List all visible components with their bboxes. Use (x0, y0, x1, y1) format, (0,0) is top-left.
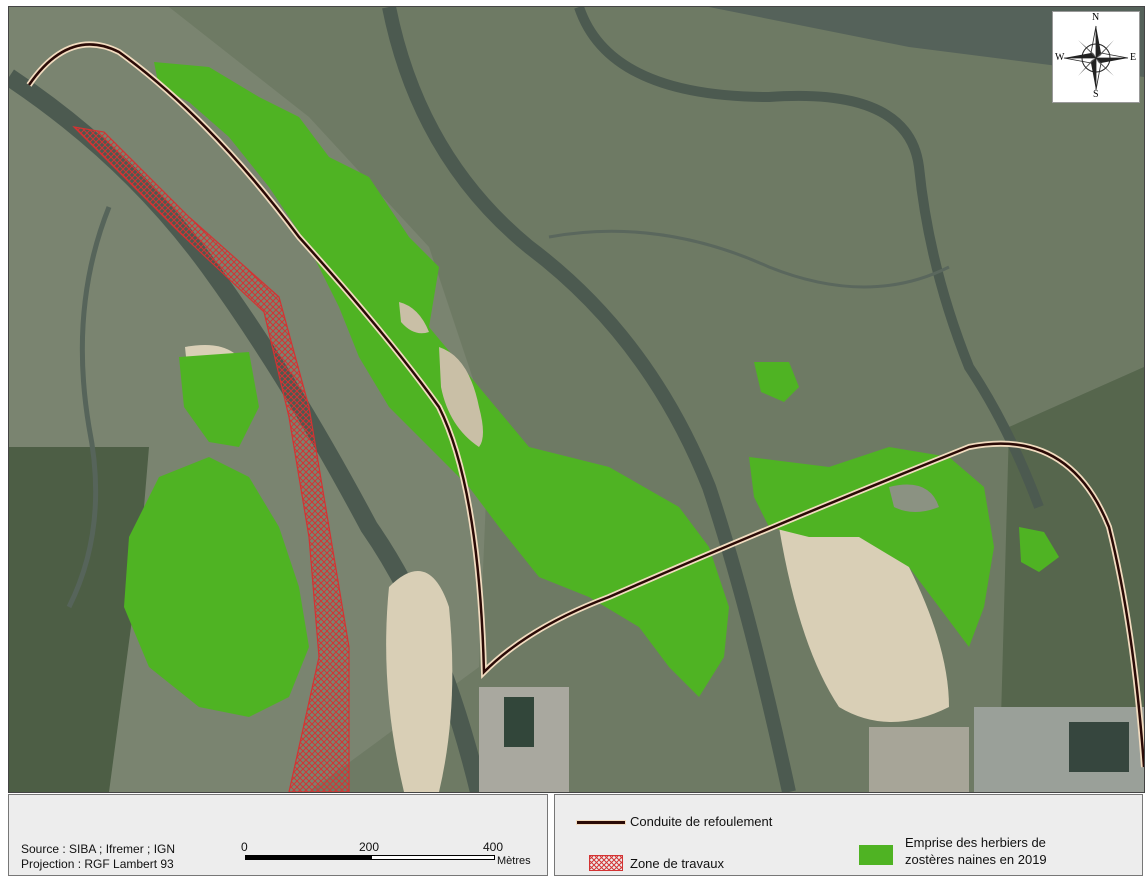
scale-unit: Mètres (497, 855, 531, 867)
sand-bank-east (779, 522, 949, 722)
seagrass-west-large (124, 457, 309, 717)
pipeline (26, 41, 1144, 768)
open-water (709, 7, 1144, 77)
basin-small (504, 697, 534, 747)
compass-east-label: E (1130, 52, 1137, 63)
scale-bar-segment-dark (245, 855, 371, 860)
compass-rose-icon (1063, 25, 1129, 91)
vegetation-east (999, 367, 1144, 792)
compass-rose: N S E W (1052, 11, 1140, 103)
legend-seagrass-label-2: zostères naines en 2019 (905, 852, 1047, 867)
sand-island-1 (439, 347, 483, 447)
seagrass-west-ring (179, 352, 259, 447)
seagrass-east-small (754, 362, 799, 402)
west-creek (66, 206, 112, 609)
central-channel (382, 7, 796, 792)
legend-seagrass-label-1: Emprise des herbiers de (905, 835, 1046, 850)
tidal-creek (548, 229, 950, 289)
vegetation-west (9, 447, 149, 792)
projection-text: Projection : RGF Lambert 93 (21, 857, 174, 871)
compass-south-label: S (1093, 89, 1099, 100)
sand-island-3 (889, 484, 939, 512)
marina-basin (1069, 722, 1129, 772)
legend-panel: Conduite de refoulement Zone de travaux … (554, 794, 1143, 876)
compass-west-label: W (1055, 52, 1065, 63)
map-frame[interactable] (8, 6, 1145, 793)
map-canvas (9, 7, 1144, 792)
info-panel: Source : SIBA ; Ifremer ; IGN Projection… (8, 794, 548, 876)
source-text: Source : SIBA ; Ifremer ; IGN (21, 842, 176, 856)
seagrass-far-east (1019, 527, 1059, 572)
compass-north-label: N (1092, 12, 1100, 23)
scale-tick-400: 400 (483, 840, 504, 854)
works-zone (72, 126, 350, 792)
legend-pipeline-label: Conduite de refoulement (630, 814, 773, 829)
legend-works-label: Zone de travaux (630, 856, 724, 871)
legend-pipeline-swatch (577, 821, 625, 824)
sand-island-2 (399, 302, 429, 334)
scale-bar-segment-light (371, 855, 495, 860)
urban-block-2 (869, 727, 969, 792)
east-channel (574, 7, 1044, 509)
sand-bank-south (386, 571, 453, 792)
legend-seagrass-swatch (859, 845, 893, 865)
legend-works-swatch (589, 855, 623, 871)
scale-tick-200: 200 (359, 840, 380, 854)
scale-tick-0: 0 (241, 840, 248, 854)
map-footer: Source : SIBA ; Ifremer ; IGN Projection… (0, 792, 1147, 880)
scale-bar (245, 855, 495, 861)
